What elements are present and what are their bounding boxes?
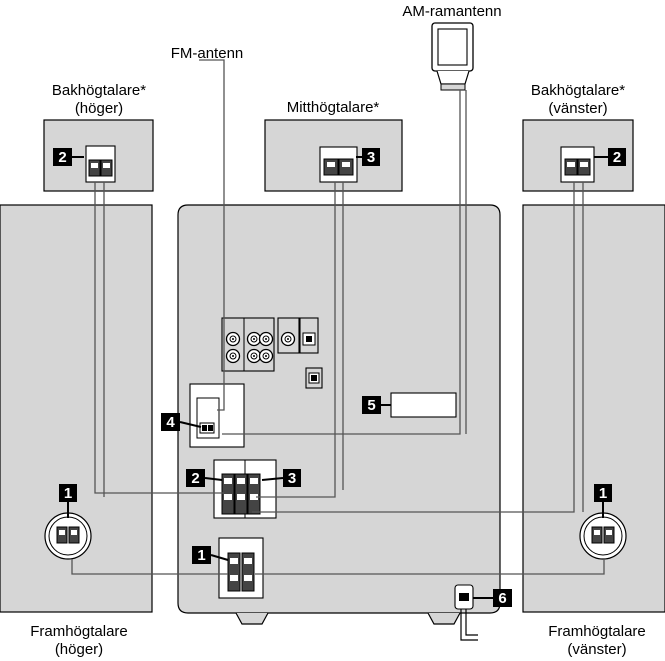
svg-text:5: 5 — [367, 397, 375, 414]
svg-text:3: 3 — [367, 149, 375, 166]
step-badge-2-main: 2 — [186, 469, 223, 487]
front-left-label-line2: (vänster) — [567, 641, 626, 658]
main-unit-foot-left — [235, 612, 269, 625]
main-speaker-terminal-lower — [218, 537, 264, 599]
am-loop-antenna — [431, 22, 474, 91]
step-badge-4: 4 — [161, 413, 202, 431]
rear-left-label-line2: (vänster) — [548, 100, 607, 117]
main-speaker-terminal-upper — [213, 459, 277, 519]
antenna-terminal-panel — [189, 383, 245, 448]
svg-text:2: 2 — [613, 149, 621, 166]
rear-left-terminal — [560, 146, 595, 183]
step-badge-1-main: 1 — [192, 546, 229, 564]
front-right-label-line1: Framhögtalare — [30, 623, 128, 640]
rear-right-terminal — [85, 145, 116, 183]
front-right-label-line2: (höger) — [55, 641, 103, 658]
front-right-terminal — [44, 512, 92, 560]
front-left-label-line1: Framhögtalare — [548, 623, 646, 640]
main-unit-foot-right — [427, 612, 461, 625]
front-left-terminal — [579, 512, 627, 560]
ac-power-plug — [454, 584, 478, 641]
svg-text:1: 1 — [599, 485, 607, 502]
svg-text:1: 1 — [64, 485, 72, 502]
rear-right-label-line1: Bakhögtalare* — [52, 82, 146, 99]
step-badge-5: 5 — [362, 396, 391, 414]
svg-text:2: 2 — [191, 470, 199, 487]
svg-text:6: 6 — [498, 590, 506, 607]
svg-text:3: 3 — [288, 470, 296, 487]
svg-text:1: 1 — [197, 547, 205, 564]
rear-right-label-line2: (höger) — [75, 100, 123, 117]
center-terminal — [319, 146, 358, 183]
step-badge-1-front-left: 1 — [594, 484, 612, 518]
wires — [71, 59, 605, 575]
am-antenna-label: AM-ramantenn — [402, 3, 501, 20]
audio-jack-panel — [221, 317, 323, 389]
step-badge-2-left: 2 — [53, 148, 84, 166]
step-badge-3-top: 3 — [356, 148, 380, 166]
voltage-selector-slot — [390, 392, 457, 418]
step-badge-3-main: 3 — [261, 469, 301, 487]
svg-text:4: 4 — [166, 414, 175, 431]
step-badge-1-front-right: 1 — [59, 484, 77, 518]
center-speaker-label: Mitthögtalare* — [287, 99, 380, 116]
step-badge-6: 6 — [473, 589, 512, 607]
rear-left-label-line1: Bakhögtalare* — [531, 82, 625, 99]
svg-text:2: 2 — [58, 149, 66, 166]
fm-antenna-label: FM-antenn — [171, 45, 244, 62]
step-badge-2-right: 2 — [594, 148, 626, 166]
